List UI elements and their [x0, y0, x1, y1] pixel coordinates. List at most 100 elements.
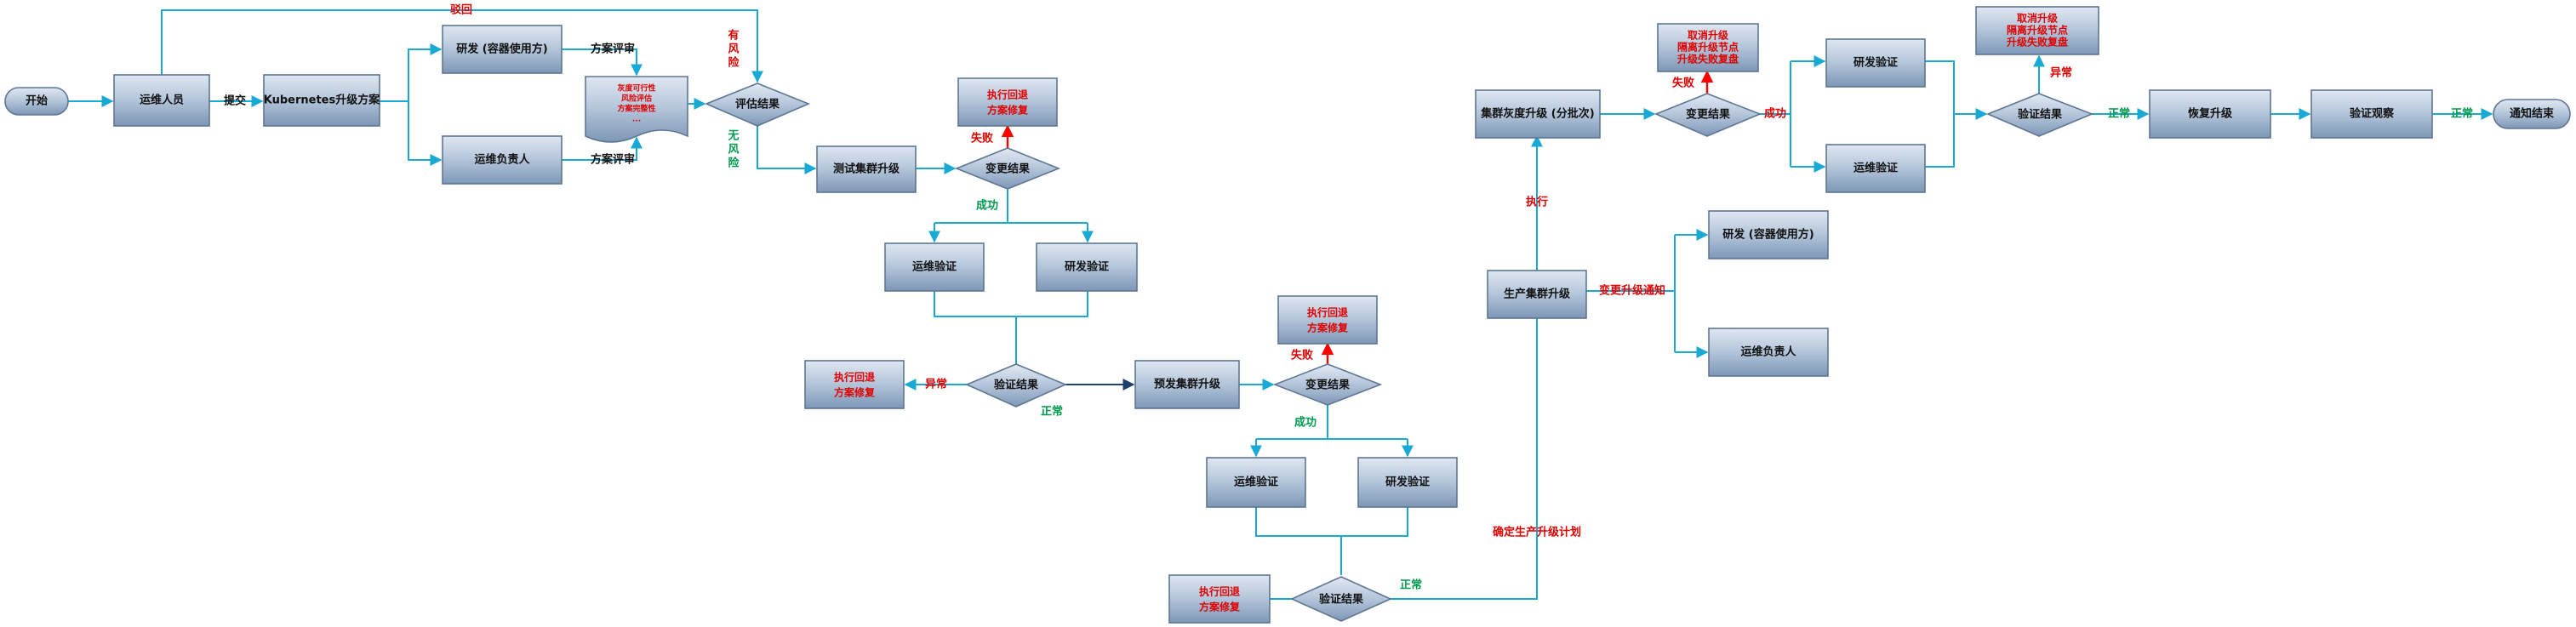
success-label-3: 成功	[1764, 107, 1786, 121]
abnormal-label-3: 异常	[2050, 66, 2072, 80]
notify-prod-label: 变更升级通知	[1599, 284, 1665, 298]
dev-container-2-box: 研发 (容器使用方)	[1708, 210, 1829, 259]
svg-text:执行回退: 执行回退	[834, 371, 875, 384]
change-result-3-diamond: 变更结果	[1654, 93, 1762, 137]
no-risk-label: 无	[727, 130, 739, 143]
success-label-1: 成功	[976, 199, 998, 213]
svg-text:验证观察: 验证观察	[2350, 107, 2395, 121]
svg-text:风险评估: 风险评估	[621, 94, 652, 104]
svg-text:研发 (容器使用方): 研发 (容器使用方)	[1722, 228, 1813, 242]
normal-label-2: 正常	[1400, 579, 1422, 592]
ops-verify-3-box: 运维验证	[1825, 144, 1926, 193]
svg-text:测试集群升级: 测试集群升级	[833, 162, 900, 176]
eval-result-diamond: 评估结果	[704, 83, 811, 127]
cancel-2-box: 取消升级 隔离升级节点 升级失败复盘	[1975, 6, 2099, 55]
ops-verify-1-box: 运维验证	[884, 242, 985, 292]
review-label-2: 方案评审	[591, 153, 635, 167]
edge-labels: 驳回 提交 方案评审 方案评审 有 风 险 无 风 险 失败 成功 异常 正常 …	[224, 4, 2473, 592]
svg-text:险: 险	[728, 56, 740, 70]
gray-upgrade-box: 集群灰度升级 (分批次)	[1475, 89, 1601, 139]
normal-label-3: 正常	[2108, 107, 2130, 121]
start-terminal: 开始	[4, 87, 69, 116]
svg-text:取消升级: 取消升级	[1688, 29, 1728, 42]
pre-upgrade-box: 预发集群升级	[1134, 360, 1240, 409]
ops-lead-box: 运维负责人	[442, 135, 563, 185]
dev-verify-1-box: 研发验证	[1036, 242, 1138, 292]
svg-text:集群灰度升级 (分批次): 集群灰度升级 (分批次)	[1480, 107, 1594, 121]
restore-upgrade-box: 恢复升级	[2149, 89, 2271, 139]
notify-end-terminal: 通知结束	[2493, 99, 2571, 129]
svg-text:恢复升级: 恢复升级	[2188, 107, 2233, 121]
k8s-plan-box: Kubernetes升级方案	[263, 74, 380, 127]
svg-text:运维负责人: 运维负责人	[474, 153, 530, 167]
success-label-2: 成功	[1294, 416, 1317, 430]
svg-text:验证结果: 验证结果	[994, 379, 1038, 392]
fail-label-2: 失败	[1291, 349, 1313, 362]
change-result-2-diamond: 变更结果	[1272, 363, 1383, 406]
dev-verify-2-box: 研发验证	[1357, 457, 1458, 508]
rollback-4-box: 执行回退 方案修复	[1168, 574, 1271, 624]
verify-observe-box: 验证观察	[2310, 89, 2433, 139]
svg-text:Kubernetes升级方案: Kubernetes升级方案	[264, 94, 380, 107]
prod-upgrade-box: 生产集群升级	[1487, 270, 1587, 319]
svg-text:方案修复: 方案修复	[1307, 322, 1349, 334]
review-document: 灰度可行性 风险评估 方案完整性 ...	[585, 76, 688, 143]
svg-text:研发验证: 研发验证	[1853, 56, 1898, 70]
svg-text:方案修复: 方案修复	[1199, 601, 1241, 613]
verify-result-3-diamond: 验证结果	[1985, 93, 2094, 137]
svg-text:变更结果: 变更结果	[1305, 379, 1350, 392]
svg-text:风: 风	[728, 144, 739, 157]
svg-text:生产集群升级: 生产集群升级	[1504, 288, 1571, 301]
svg-text:预发集群升级: 预发集群升级	[1154, 378, 1221, 391]
ops-lead-2-box: 运维负责人	[1708, 328, 1829, 377]
svg-text:执行回退: 执行回退	[1307, 306, 1348, 319]
verify-result-1-diamond: 验证结果	[964, 363, 1068, 408]
svg-text:运维验证: 运维验证	[912, 260, 957, 274]
cancel-1-box: 取消升级 隔离升级节点 升级失败复盘	[1657, 23, 1759, 72]
ops-person-box: 运维人员	[113, 74, 210, 127]
svg-text:风: 风	[728, 43, 739, 56]
has-risk-label: 有	[728, 29, 739, 43]
svg-text:验证结果: 验证结果	[1319, 593, 1363, 607]
svg-text:...: ...	[632, 116, 641, 124]
svg-text:研发 (容器使用方): 研发 (容器使用方)	[456, 43, 547, 56]
review-label-1: 方案评审	[591, 43, 635, 56]
rollback-3-box: 执行回退 方案修复	[1277, 295, 1378, 345]
svg-text:变更结果: 变更结果	[985, 162, 1030, 176]
svg-text:研发验证: 研发验证	[1385, 476, 1430, 489]
svg-text:运维验证: 运维验证	[1853, 162, 1898, 175]
connectors	[68, 9, 2493, 600]
normal-label-1: 正常	[1041, 405, 1063, 419]
normal-label-4: 正常	[2451, 107, 2473, 121]
svg-text:隔离升级节点: 隔离升级节点	[2007, 24, 2068, 37]
verify-result-2-diamond: 验证结果	[1290, 576, 1392, 622]
svg-text:验证结果: 验证结果	[2018, 108, 2062, 122]
svg-text:取消升级: 取消升级	[2017, 12, 2058, 25]
dev-verify-3-box: 研发验证	[1825, 38, 1926, 88]
svg-text:运维负责人: 运维负责人	[1740, 345, 1796, 359]
test-upgrade-box: 测试集群升级	[816, 145, 917, 193]
change-result-1-diamond: 变更结果	[954, 147, 1061, 190]
fail-label-1: 失败	[971, 132, 993, 145]
svg-text:升级失败复盘: 升级失败复盘	[2007, 36, 2068, 48]
svg-text:隔离升级节点: 隔离升级节点	[1677, 41, 1739, 54]
confirm-plan-label: 确定生产升级计划	[1493, 526, 1581, 539]
rollback-1-box: 执行回退 方案修复	[957, 77, 1058, 127]
svg-text:运维验证: 运维验证	[1234, 476, 1278, 489]
svg-text:执行回退: 执行回退	[987, 88, 1028, 101]
svg-text:险: 险	[728, 157, 740, 170]
svg-text:方案修复: 方案修复	[834, 386, 876, 399]
reject-label: 驳回	[450, 4, 472, 17]
svg-text:方案修复: 方案修复	[987, 104, 1029, 117]
svg-text:研发验证: 研发验证	[1065, 260, 1109, 274]
svg-text:通知结束: 通知结束	[2510, 107, 2555, 121]
svg-text:升级失败复盘: 升级失败复盘	[1677, 53, 1739, 66]
ops-verify-2-box: 运维验证	[1206, 457, 1306, 508]
start-label: 开始	[26, 94, 48, 108]
svg-text:灰度可行性: 灰度可行性	[617, 83, 655, 94]
fail-label-3: 失败	[1672, 77, 1694, 90]
dev-container-box: 研发 (容器使用方)	[442, 25, 563, 74]
svg-text:运维人员: 运维人员	[140, 94, 184, 107]
rollback-2-box: 执行回退 方案修复	[804, 360, 905, 409]
